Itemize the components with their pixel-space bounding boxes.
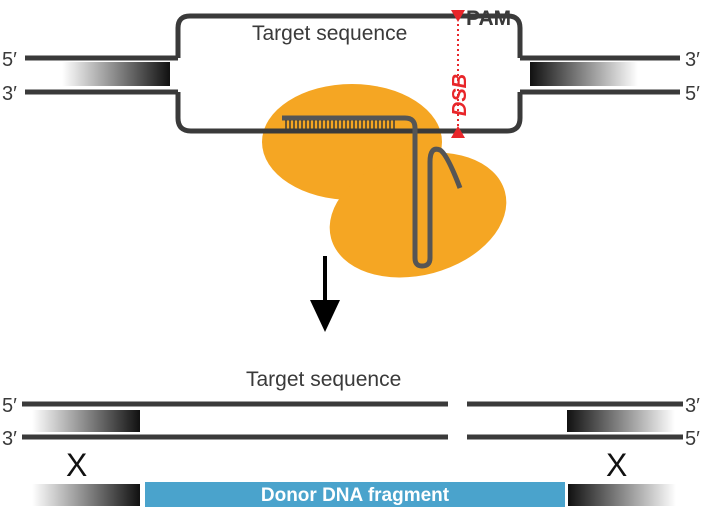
bottom-5prime-right: 5′ bbox=[685, 428, 700, 450]
top-target-label: Target sequence bbox=[252, 22, 407, 45]
crossover-left: X bbox=[66, 447, 87, 483]
bottom-3prime-left: 3′ bbox=[2, 428, 17, 450]
top-5prime-left: 5′ bbox=[2, 49, 17, 71]
cas9-lobe-lower bbox=[329, 152, 507, 278]
dsb-label: DSB bbox=[449, 74, 471, 116]
bottom-target-label: Target sequence bbox=[246, 368, 401, 391]
guide-rna bbox=[282, 115, 463, 269]
top-panel: Target sequence PAM DSB 5′ 3′ 3′ 5′ bbox=[2, 7, 700, 278]
bottom-5prime-left: 5′ bbox=[2, 395, 17, 417]
donor-label: Donor DNA fragment bbox=[261, 485, 450, 506]
bubble-upper-strand bbox=[175, 13, 523, 58]
top-3prime-right: 3′ bbox=[685, 49, 700, 71]
base-pairing-ticks bbox=[285, 120, 395, 130]
homology-arm-right-top bbox=[530, 62, 638, 86]
bottom-panel: Target sequence 5′ 3′ 3′ 5′ X X Donor DN… bbox=[2, 368, 700, 507]
bottom-3prime-right: 3′ bbox=[685, 395, 700, 417]
homology-arm-left-genome bbox=[32, 410, 140, 432]
process-arrow bbox=[310, 256, 340, 332]
homology-arm-left-top bbox=[62, 62, 170, 86]
donor-dna-fragment bbox=[145, 482, 565, 507]
homology-arm-right-genome bbox=[567, 410, 675, 432]
donor-homology-right bbox=[568, 484, 676, 506]
dsb-marker-bottom bbox=[451, 126, 465, 138]
pam-label: PAM bbox=[466, 7, 511, 30]
donor-homology-left bbox=[32, 484, 140, 506]
bubble-lower-strand bbox=[175, 92, 523, 134]
top-5prime-right: 5′ bbox=[685, 83, 700, 105]
dsb-marker-top bbox=[451, 10, 465, 22]
top-3prime-left: 3′ bbox=[2, 83, 17, 105]
crossover-right: X bbox=[606, 447, 627, 483]
